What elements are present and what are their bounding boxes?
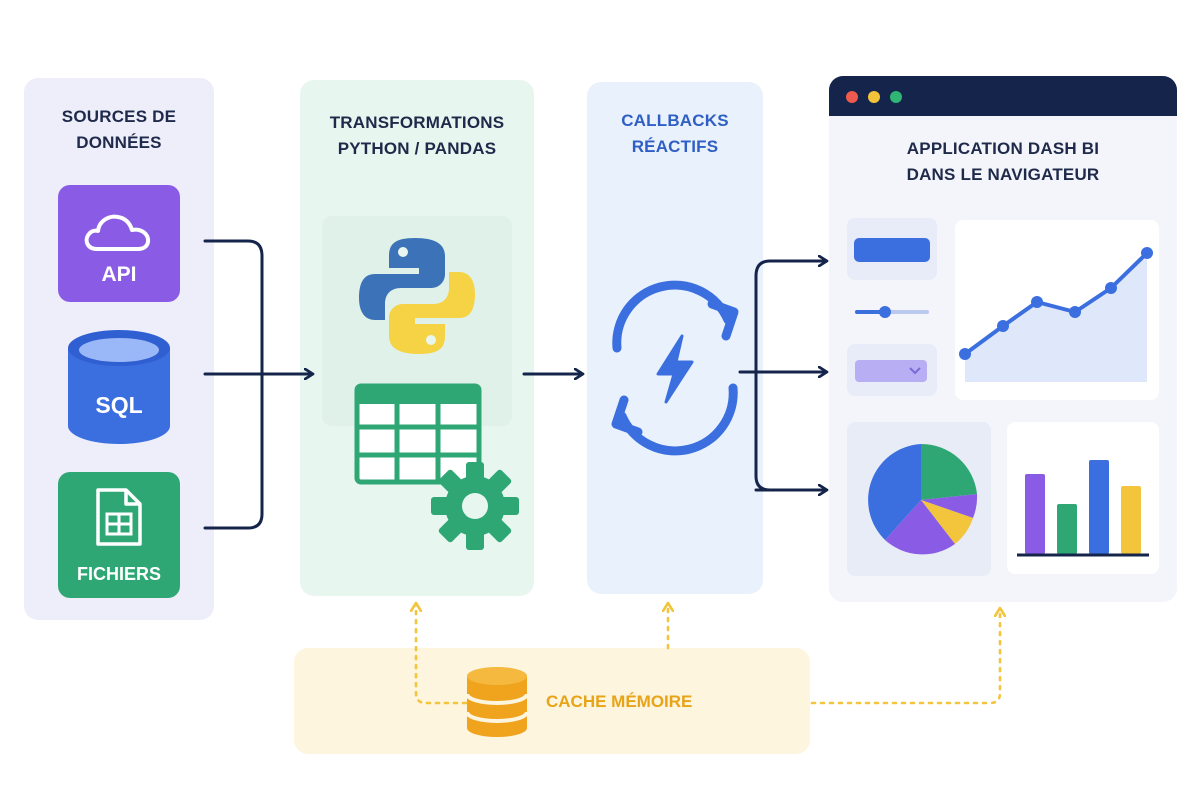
bar-chart-icon	[1017, 460, 1149, 557]
files-source-tile[interactable]: FICHIERS	[58, 472, 180, 598]
sql-label: SQL	[95, 392, 143, 418]
maximize-dot-icon[interactable]	[890, 91, 902, 103]
sql-source-tile[interactable]: SQL	[64, 326, 174, 448]
pie-chart-widget	[847, 422, 991, 576]
dropdown-widget	[847, 344, 937, 396]
line-chart-widget	[955, 220, 1159, 400]
button-widget	[847, 218, 937, 280]
api-source-tile[interactable]: API	[58, 185, 180, 302]
files-label: FICHIERS	[76, 564, 161, 584]
line-chart-icon	[959, 247, 1153, 382]
browser-title-bar	[829, 76, 1177, 116]
minimize-dot-icon[interactable]	[868, 91, 880, 103]
cache-label: CACHE MÉMOIRE	[546, 692, 693, 711]
slider-widget[interactable]	[855, 306, 929, 318]
api-label: API	[101, 263, 137, 286]
pie-chart-icon	[868, 443, 978, 555]
chevron-down-icon	[909, 367, 921, 375]
refresh-lightning-icon	[611, 280, 739, 456]
bar-chart-widget	[1007, 422, 1159, 574]
database-icon	[68, 330, 170, 444]
mock-dropdown[interactable]	[855, 360, 927, 382]
database-icon	[465, 667, 529, 737]
spreadsheet-file-icon	[96, 488, 142, 546]
python-logo-icon	[359, 238, 475, 354]
slider-handle[interactable]	[879, 306, 891, 318]
mock-button[interactable]	[854, 238, 930, 262]
close-dot-icon[interactable]	[846, 91, 858, 103]
cloud-icon	[84, 214, 151, 251]
table-icon	[354, 383, 482, 485]
cache-panel: CACHE MÉMOIRE	[294, 648, 810, 754]
gear-icon	[431, 462, 519, 550]
